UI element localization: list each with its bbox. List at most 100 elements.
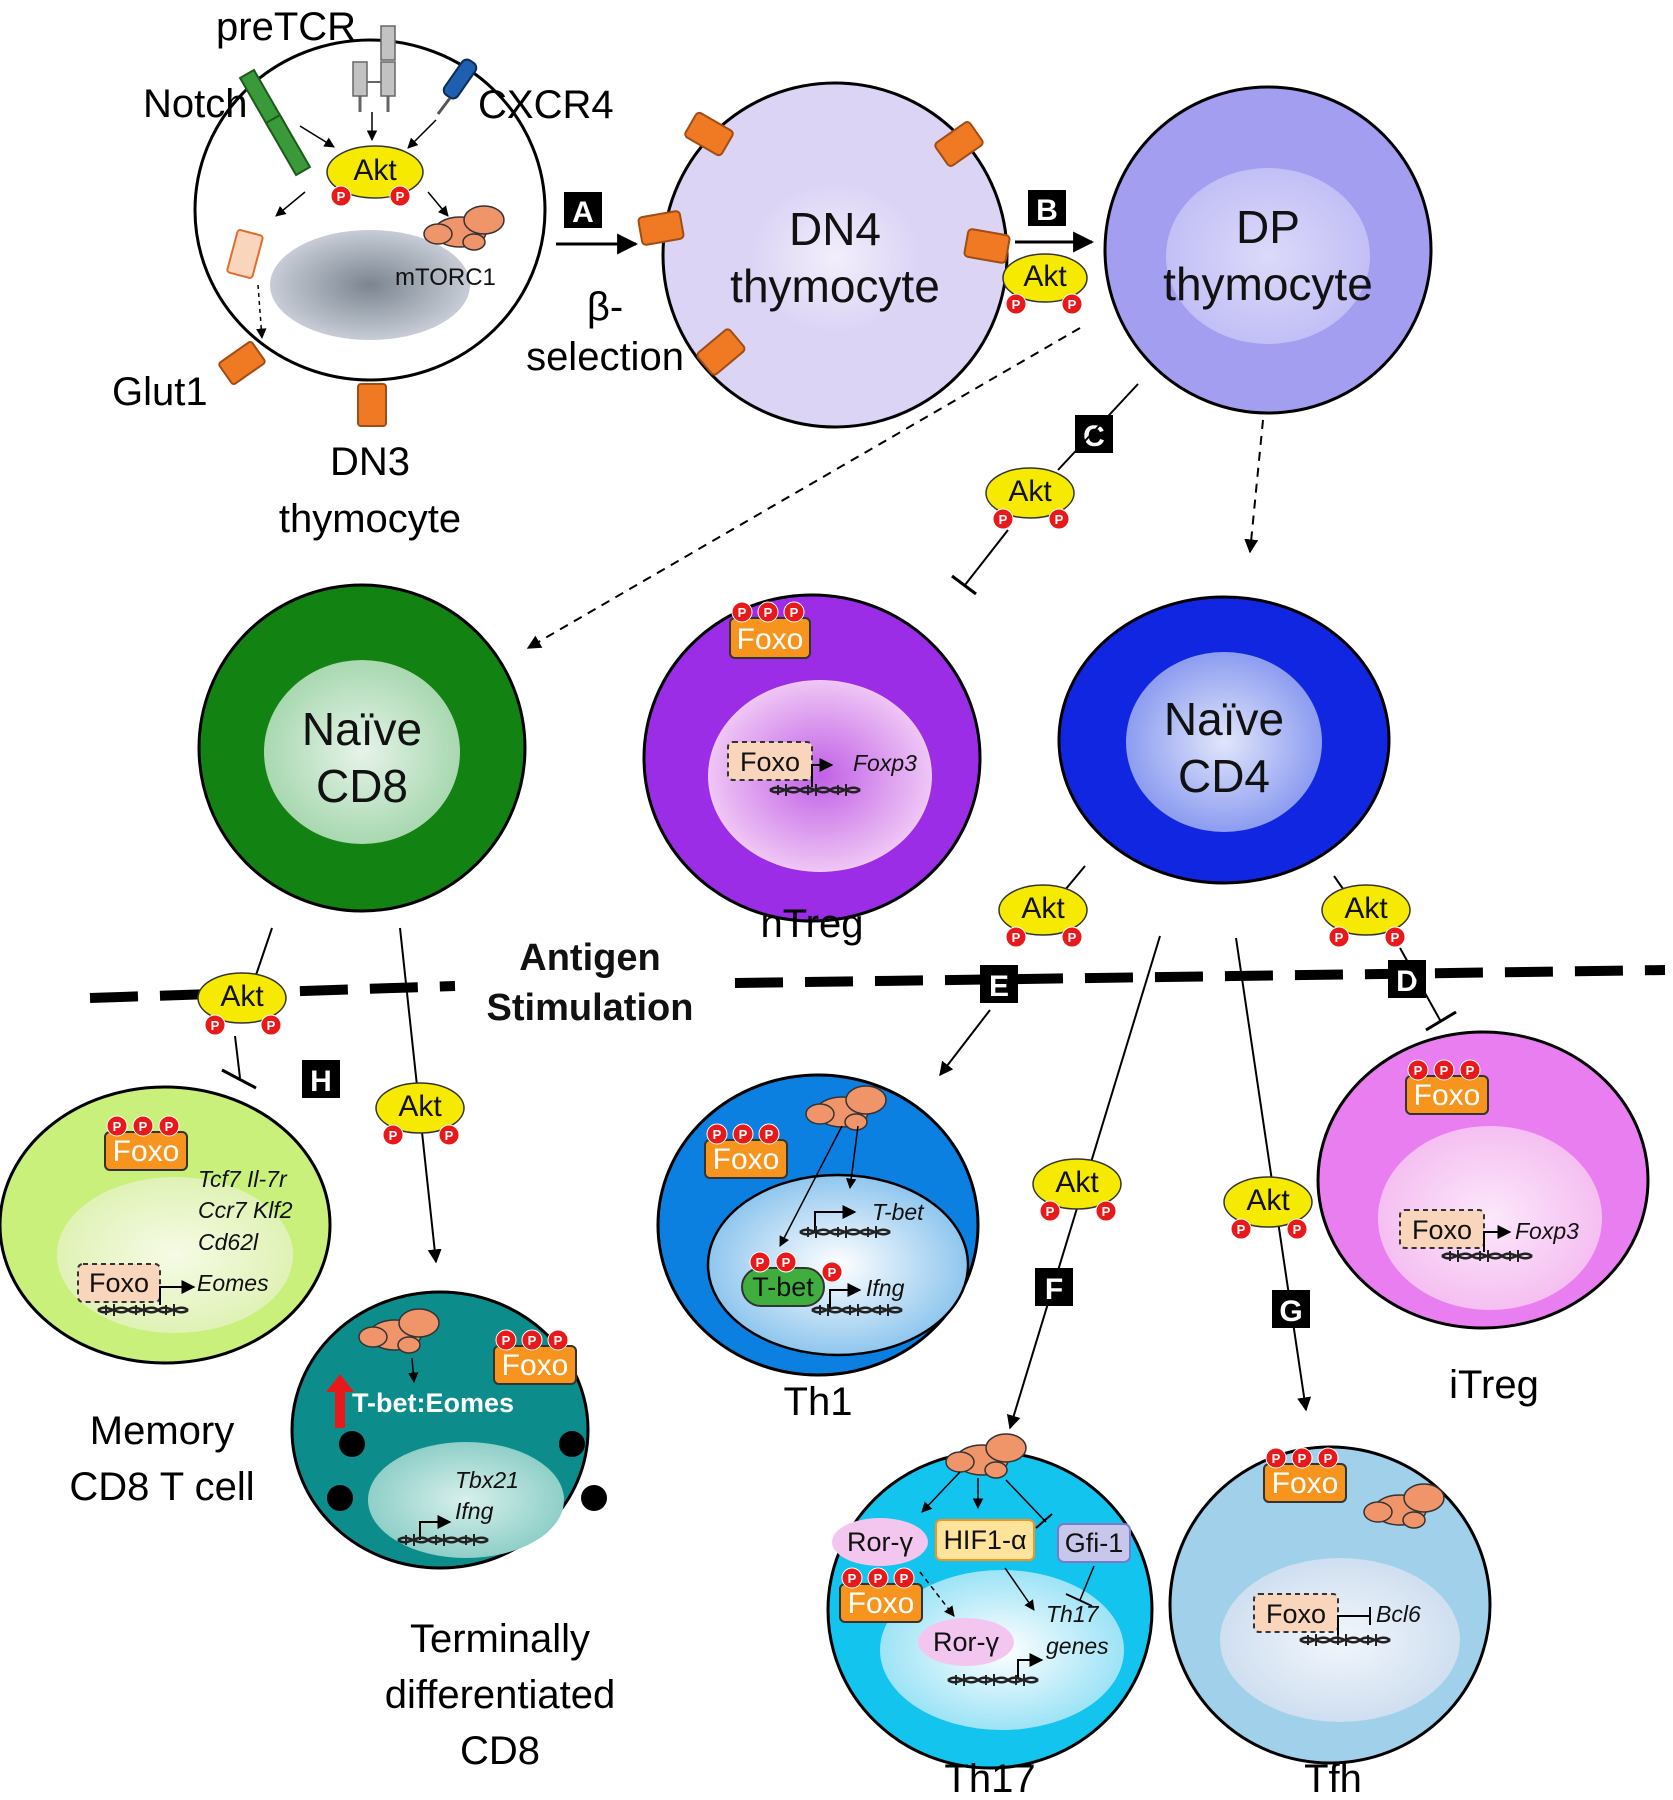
terminal-label-line1: Terminally	[410, 1617, 590, 1661]
inhibit-c-upper	[1057, 383, 1139, 471]
svg-text:P: P	[502, 1333, 511, 1348]
inhibit-c-lower	[964, 529, 1009, 586]
beta-selection-line2: selection	[526, 335, 684, 379]
memory-label-line1: Memory	[90, 1409, 234, 1453]
svg-text:Foxo: Foxo	[848, 1587, 915, 1620]
arrow-e	[939, 1009, 991, 1077]
svg-text:Foxo: Foxo	[740, 747, 800, 777]
svg-text:P: P	[389, 1128, 398, 1143]
akt-terminal: Akt P P	[375, 1082, 465, 1146]
increase-arrow-icon	[326, 1374, 354, 1428]
svg-text:T-bet:Eomes: T-bet:Eomes	[352, 1388, 514, 1418]
svg-text:P: P	[738, 605, 747, 620]
cxcr4-receptor-icon	[436, 58, 478, 115]
svg-text:P: P	[165, 1119, 174, 1134]
dn3-nucleus	[270, 230, 470, 340]
dp-label-line1: DP	[1236, 201, 1300, 253]
dn4-label-line1: DN4	[789, 203, 881, 255]
dn4-label-line2: thymocyte	[730, 260, 940, 312]
svg-text:P: P	[739, 1127, 748, 1142]
dn3-label-line2: thymocyte	[279, 497, 461, 541]
glut1-vesicle	[226, 229, 264, 279]
notch-receptor-icon	[238, 68, 312, 177]
svg-text:P: P	[790, 605, 799, 620]
svg-text:P: P	[1324, 1451, 1333, 1466]
svg-text:P: P	[1466, 1063, 1475, 1078]
naive-cd4-label-line1: Naïve	[1164, 693, 1284, 745]
svg-text:Akt: Akt	[1008, 475, 1052, 508]
glut1-label: Glut1	[112, 370, 208, 414]
svg-text:P: P	[139, 1119, 148, 1134]
itreg-label: iTreg	[1449, 1363, 1539, 1407]
svg-text:P: P	[1102, 1204, 1111, 1219]
svg-text:Eomes: Eomes	[197, 1270, 269, 1296]
svg-text:P: P	[113, 1119, 122, 1134]
notch-label: Notch	[143, 82, 248, 126]
memory-cd8-cell: Foxo P P P Tcf7 Il-7r Ccr7 Klf2 Cd62l Fo…	[0, 1085, 332, 1365]
svg-text:Akt: Akt	[353, 154, 397, 187]
svg-text:Foxo: Foxo	[713, 1143, 780, 1176]
step-d-badge: D	[1388, 960, 1426, 998]
akt-c: Akt P P	[985, 467, 1075, 530]
ntreg-cell: Foxo P P P Foxo Foxp3	[642, 593, 982, 923]
akt-dn3: Akt P P	[326, 145, 424, 207]
svg-text:P: P	[1012, 297, 1021, 312]
step-f-badge: F	[1035, 1268, 1073, 1306]
svg-text:P: P	[396, 189, 405, 204]
naive-cd8-label-line2: CD8	[316, 760, 408, 812]
step-c-badge: C	[1075, 415, 1113, 453]
akt-f: Akt P P	[1032, 1158, 1122, 1222]
svg-text:Foxo: Foxo	[1266, 1599, 1326, 1629]
svg-text:P: P	[848, 1571, 857, 1586]
svg-text:HIF1-α: HIF1-α	[943, 1525, 1026, 1555]
antigen-label-line1: Antigen	[519, 937, 660, 979]
svg-text:Foxo: Foxo	[89, 1268, 149, 1298]
svg-text:Bcl6: Bcl6	[1376, 1601, 1421, 1627]
naive-cd4-cell	[1057, 595, 1391, 885]
step-e-badge: E	[980, 965, 1018, 1003]
svg-text:Ifng: Ifng	[455, 1498, 494, 1524]
svg-text:P: P	[1012, 930, 1021, 945]
svg-text:F: F	[1045, 1273, 1063, 1306]
svg-text:Akt: Akt	[398, 1090, 442, 1123]
cxcr4-label: CXCR4	[478, 83, 614, 127]
antigen-label-line2: Stimulation	[487, 987, 694, 1029]
svg-text:B: B	[1036, 194, 1058, 227]
svg-text:T-bet: T-bet	[752, 1272, 814, 1302]
dn3-surface-glut1	[357, 383, 387, 427]
step-a-badge: A	[564, 192, 602, 229]
svg-text:G: G	[1279, 1295, 1302, 1328]
svg-text:P: P	[1046, 1204, 1055, 1219]
svg-text:Tbx21: Tbx21	[455, 1467, 519, 1493]
svg-text:P: P	[874, 1571, 883, 1586]
akt-b: Akt P P	[1002, 253, 1088, 315]
svg-text:P: P	[267, 1018, 276, 1033]
step-g-badge: G	[1272, 1290, 1310, 1328]
svg-text:Akt: Akt	[220, 980, 264, 1013]
svg-text:H: H	[310, 1065, 332, 1098]
svg-text:P: P	[828, 1265, 837, 1280]
th17-cell: Ror-γ HIF1-α Gfi-1 Foxo P P P Ror-γ Th17…	[826, 1433, 1154, 1770]
svg-text:Gfi-1: Gfi-1	[1065, 1528, 1124, 1558]
svg-text:A: A	[572, 196, 594, 229]
svg-text:Foxo: Foxo	[1272, 1467, 1339, 1500]
th17-label: Th17	[944, 1757, 1035, 1800]
itreg-cell: Foxo P P P Foxo Foxp3	[1316, 1030, 1650, 1330]
arrow-g	[1235, 937, 1312, 1412]
svg-text:P: P	[713, 1127, 722, 1142]
pretcr-label: preTCR	[216, 5, 356, 49]
terminal-label-line3: CD8	[460, 1729, 540, 1773]
svg-text:P: P	[900, 1571, 909, 1586]
akt-g: Akt P P	[1223, 1176, 1313, 1240]
svg-text:P: P	[1055, 512, 1064, 527]
memory-label-line2: CD8 T cell	[69, 1465, 254, 1509]
mtorc1-label: mTORC1	[395, 264, 496, 291]
svg-text:Foxo: Foxo	[113, 1135, 180, 1168]
svg-text:Foxp3: Foxp3	[1515, 1218, 1579, 1244]
svg-text:Ifng: Ifng	[866, 1275, 905, 1301]
th1-cell: Foxo P P P T-bet T-bet P P P Ifng	[656, 1073, 980, 1377]
svg-text:C: C	[1083, 420, 1105, 453]
svg-text:E: E	[989, 970, 1009, 1003]
naive-cd8-label-line1: Naïve	[302, 703, 422, 755]
